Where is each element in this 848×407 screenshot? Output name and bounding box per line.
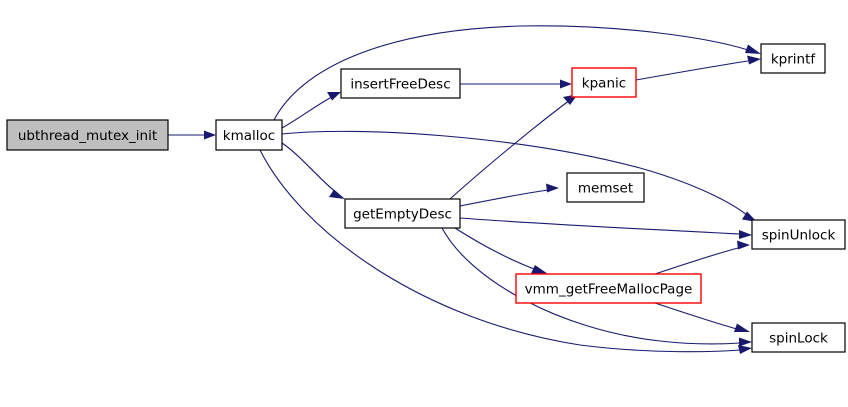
node-box[interactable] — [215, 119, 283, 151]
edge-vmm_getFreeMallocPage-to-spinUnlock — [654, 240, 750, 275]
edge-line — [454, 227, 538, 271]
edge-insertFreeDesc-to-kpanic — [460, 79, 572, 89]
arrowhead-icon — [745, 44, 761, 54]
arrowhead-icon — [327, 92, 341, 101]
node-kmalloc[interactable]: kmalloc — [215, 119, 283, 151]
node-box[interactable] — [344, 198, 461, 229]
edge-getEmptyDesc-to-vmm_getFreeMallocPage — [454, 227, 548, 274]
node-label: kpanic — [582, 76, 626, 92]
node-ubthread_mutex_init[interactable]: ubthread_mutex_init — [6, 119, 169, 151]
arrowhead-icon — [739, 230, 752, 239]
node-box[interactable] — [760, 43, 826, 74]
node-vmm_getFreeMallocPage[interactable]: vmm_getFreeMallocPage — [515, 273, 702, 304]
node-spinUnlock[interactable]: spinUnlock — [751, 219, 846, 250]
node-insertFreeDesc[interactable]: insertFreeDesc — [340, 68, 461, 99]
edge-line — [281, 130, 749, 217]
node-box[interactable] — [6, 119, 169, 151]
edge-line — [654, 247, 739, 275]
edge-line — [459, 217, 740, 235]
arrowhead-icon — [738, 345, 752, 354]
node-kpanic[interactable]: kpanic — [571, 67, 637, 98]
edge-kpanic-to-kprintf — [635, 55, 761, 81]
node-label: kmalloc — [223, 128, 275, 144]
node-label: getEmptyDesc — [353, 207, 452, 223]
node-memset[interactable]: memset — [566, 172, 645, 203]
arrowhead-icon — [737, 240, 750, 250]
edge-line — [459, 189, 549, 207]
edges-layer — [168, 25, 761, 354]
node-box[interactable] — [515, 273, 702, 304]
arrowhead-icon — [531, 265, 548, 274]
node-box[interactable] — [751, 219, 846, 250]
node-spinLock[interactable]: spinLock — [751, 322, 846, 353]
edge-line — [449, 99, 571, 200]
edge-line — [635, 60, 749, 81]
node-label: kprintf — [771, 52, 817, 68]
edge-getEmptyDesc-to-memset — [459, 183, 559, 207]
node-label: memset — [578, 181, 633, 197]
arrowhead-icon — [747, 55, 761, 65]
edge-ubthread_mutex_init-to-kmalloc — [168, 130, 216, 140]
edge-line — [281, 142, 338, 194]
node-box[interactable] — [571, 67, 637, 98]
edge-kmalloc-to-spinLock — [259, 149, 752, 354]
arrowhead-icon — [739, 337, 752, 347]
arrowhead-icon — [546, 183, 559, 193]
edge-line — [281, 96, 333, 129]
arrowhead-icon — [329, 189, 345, 199]
edge-kmalloc-to-insertFreeDesc — [281, 92, 341, 129]
node-label: ubthread_mutex_init — [18, 128, 157, 144]
edge-getEmptyDesc-to-spinLock — [441, 227, 752, 347]
node-getEmptyDesc[interactable]: getEmptyDesc — [344, 198, 461, 229]
node-box[interactable] — [566, 172, 645, 203]
edge-kmalloc-to-spinUnlock — [281, 130, 757, 222]
node-label: spinUnlock — [762, 228, 836, 244]
arrowhead-icon — [742, 211, 757, 222]
edge-line — [273, 25, 749, 121]
edge-line — [654, 302, 738, 330]
node-kprintf[interactable]: kprintf — [760, 43, 826, 74]
node-label: insertFreeDesc — [350, 77, 450, 93]
edge-kmalloc-to-kprintf — [273, 25, 761, 121]
node-label: spinLock — [769, 331, 828, 347]
edge-getEmptyDesc-to-kpanic — [449, 94, 578, 200]
edge-line — [259, 149, 741, 353]
node-box[interactable] — [340, 68, 461, 99]
arrowhead-icon — [560, 79, 572, 89]
edge-vmm_getFreeMallocPage-to-spinLock — [654, 302, 750, 332]
nodes-layer: ubthread_mutex_init kmalloc insertFreeDesc… — [6, 43, 846, 353]
arrowhead-icon — [734, 323, 750, 332]
edge-line — [441, 227, 741, 345]
edge-kmalloc-to-getEmptyDesc — [281, 142, 345, 199]
node-label: vmm_getFreeMallocPage — [525, 282, 693, 298]
node-box[interactable] — [751, 322, 846, 353]
arrowhead-icon — [204, 130, 216, 140]
edge-getEmptyDesc-to-spinUnlock — [459, 217, 752, 239]
